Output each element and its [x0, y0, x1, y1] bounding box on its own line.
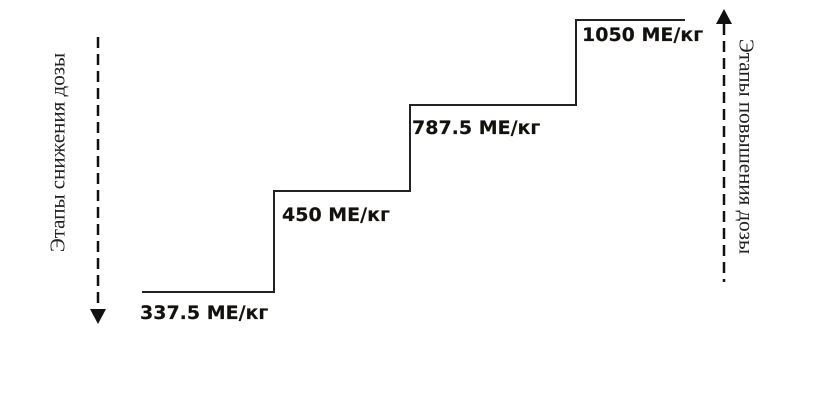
decrease-arrow-head-icon [90, 309, 106, 324]
step-label-1: 337.5 МЕ/кг [140, 302, 269, 324]
step-label-2: 450 МЕ/кг [282, 204, 390, 226]
increase-arrow-head-icon [716, 9, 732, 24]
decrease-axis-label: Этапы снижения дозы [45, 52, 70, 253]
increase-axis-label: Этапы повышения дозы [734, 38, 759, 255]
step-label-4: 1050 МЕ/кг [582, 24, 704, 46]
step-label-3: 787.5 МЕ/кг [412, 117, 541, 139]
staircase-line [142, 19, 685, 293]
